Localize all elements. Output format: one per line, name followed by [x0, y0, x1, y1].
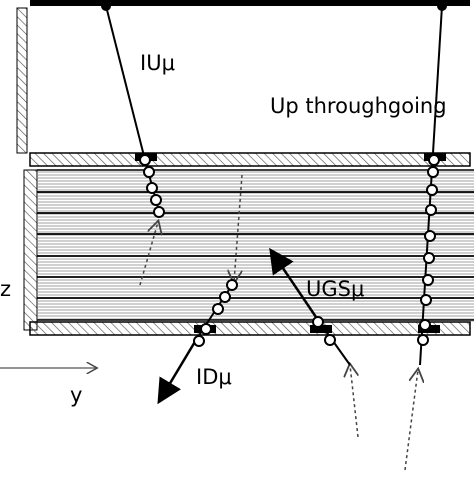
detector-block — [37, 169, 474, 322]
lower-scintillator-plane — [29, 321, 471, 336]
label-axis-z: z — [0, 277, 11, 301]
label-axis-y: y — [70, 383, 82, 407]
label-id-muon: IDμ — [196, 365, 232, 389]
label-ugs-muon: UGSμ — [306, 277, 364, 301]
label-up-throughgoing: Up throughgoing — [270, 94, 447, 118]
top-plane — [30, 0, 470, 11]
track-ugs-muon — [269, 247, 358, 438]
track-up-throughgoing — [404, 5, 446, 471]
track-id-muon — [157, 279, 238, 405]
upper-scintillator-plane — [29, 152, 471, 167]
track-iu-muon — [105, 5, 165, 286]
left-wall — [16, 7, 38, 331]
label-iu-muon: IUμ — [140, 51, 175, 75]
